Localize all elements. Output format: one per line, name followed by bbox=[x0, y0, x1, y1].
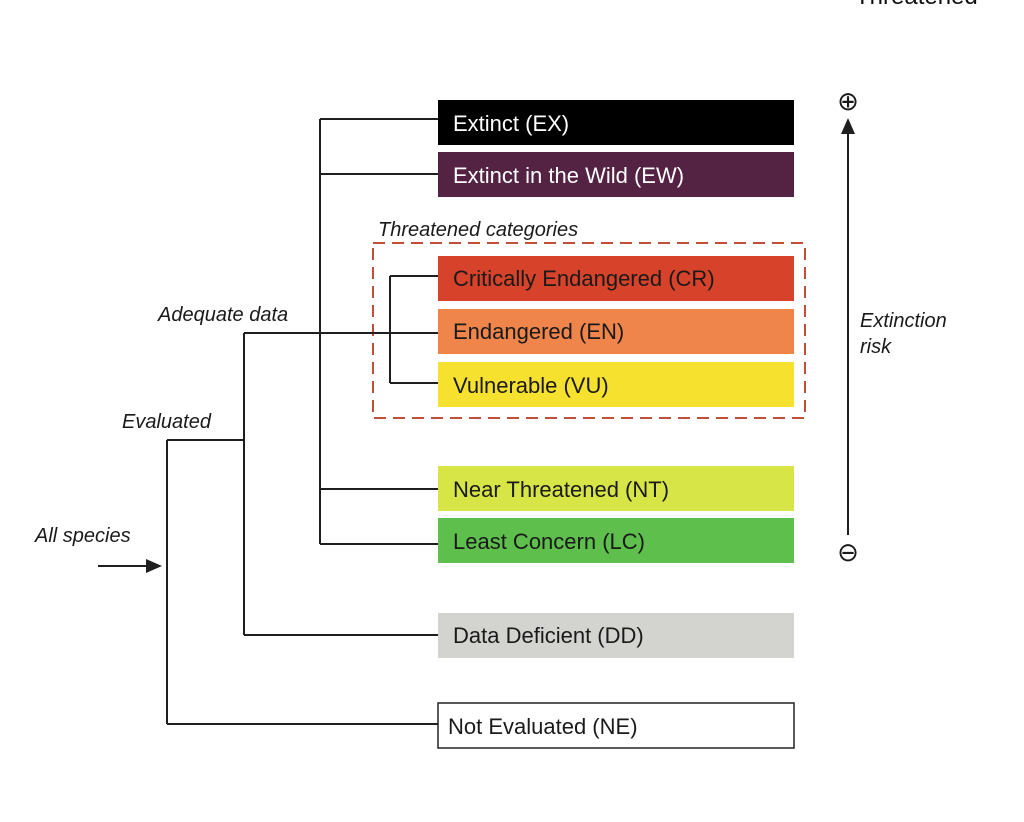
tree-lines bbox=[166, 118, 438, 725]
category-label: Vulnerable (VU) bbox=[453, 373, 609, 398]
category-label: Critically Endangered (CR) bbox=[453, 266, 715, 291]
category-swatch bbox=[438, 256, 794, 301]
category-label: Extinct in the Wild (EW) bbox=[453, 163, 684, 188]
plus-circle-icon: ⊕ bbox=[837, 86, 859, 116]
category-box-ne: Not Evaluated (NE) bbox=[437, 702, 795, 749]
category-label: Data Deficient (DD) bbox=[453, 623, 644, 648]
category-swatch bbox=[438, 100, 794, 145]
header-fragment: Threatened bbox=[855, 0, 978, 10]
category-label: Endangered (EN) bbox=[453, 319, 624, 344]
all-species-label: All species bbox=[34, 525, 131, 547]
category-label: Near Threatened (NT) bbox=[453, 477, 669, 502]
extinction-risk-label-line1: Extinction bbox=[860, 310, 947, 332]
category-label: Least Concern (LC) bbox=[453, 529, 645, 554]
threatened-categories-label: Threatened categories bbox=[378, 219, 578, 241]
category-swatch bbox=[437, 702, 795, 749]
adequate-data-label: Adequate data bbox=[157, 304, 288, 326]
category-box-lc: Least Concern (LC) bbox=[438, 518, 794, 563]
category-swatch bbox=[438, 362, 794, 407]
evaluated-label: Evaluated bbox=[122, 411, 212, 433]
category-label: Not Evaluated (NE) bbox=[448, 714, 638, 739]
category-box-en: Endangered (EN) bbox=[438, 309, 794, 354]
category-box-dd: Data Deficient (DD) bbox=[438, 613, 794, 658]
category-box-nt: Near Threatened (NT) bbox=[438, 466, 794, 511]
risk-arrow-up-icon bbox=[841, 118, 855, 134]
category-box-cr: Critically Endangered (CR) bbox=[438, 256, 794, 301]
category-swatch bbox=[438, 152, 794, 197]
entry-arrow-icon bbox=[146, 559, 162, 573]
category-box-ex: Extinct (EX) bbox=[438, 100, 794, 145]
threatened-frame bbox=[372, 242, 806, 419]
category-swatch bbox=[438, 613, 794, 658]
category-box-vu: Vulnerable (VU) bbox=[438, 362, 794, 407]
category-label: Extinct (EX) bbox=[453, 111, 569, 136]
category-swatch bbox=[438, 309, 794, 354]
minus-circle-icon: ⊖ bbox=[837, 537, 859, 567]
extinction-risk-label-line2: risk bbox=[860, 336, 892, 358]
category-swatch bbox=[438, 518, 794, 563]
category-box-ew: Extinct in the Wild (EW) bbox=[438, 152, 794, 197]
category-swatch bbox=[438, 466, 794, 511]
